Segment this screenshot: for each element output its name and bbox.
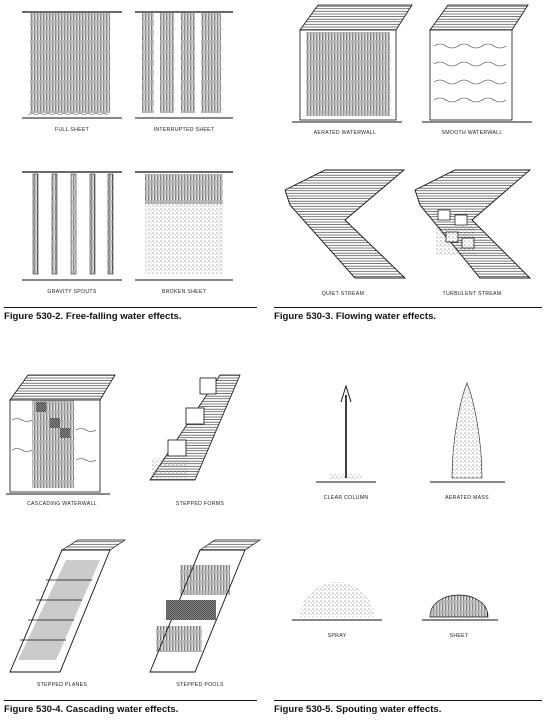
panel-clear-column [316,384,376,483]
panel-sheet [422,594,498,621]
label-broken-sheet: BROKEN SHEET [162,289,207,295]
label-cascading-waterwall: CASCADING WATERWALL [27,501,97,507]
label-stepped-forms: STEPPED FORMS [176,501,225,507]
panel-stepped-planes [9,539,127,673]
panel-interrupted-sheet [135,11,233,119]
label-gravity-spouts: GRAVITY SPOUTS [47,289,97,295]
caption-figure-530-3: Figure 530-3. Flowing water effects. [274,311,437,322]
panel-spray [292,582,382,621]
panel-full-sheet [22,11,122,119]
caption-figure-530-4: Figure 530-4. Cascading water effects. [4,704,179,715]
caption-figure-530-5: Figure 530-5. Spouting water effects. [274,704,442,715]
panel-aerated-waterwall [292,4,413,123]
label-stepped-pools: STEPPED POOLS [176,682,224,688]
label-aerated-mass: AERATED MASS [445,495,489,501]
panel-quiet-stream [284,169,407,279]
caption-rule-530-5 [274,700,542,701]
label-turbulent-stream: TURBULENT STREAM [443,291,502,297]
label-spray: SPRAY [328,633,347,639]
label-interrupted-sheet: INTERRUPTED SHEET [154,127,215,133]
panel-cascading-waterwall [6,374,116,495]
label-quiet-stream: QUIET STREAM [322,291,364,297]
panel-smooth-waterwall [422,4,532,123]
panel-broken-sheet [135,171,233,281]
label-sheet: SHEET [450,633,469,639]
label-aerated-waterwall: AERATED WATERWALL [314,130,377,136]
panel-turbulent-stream [414,169,532,279]
label-clear-column: CLEAR COLUMN [324,495,369,501]
panel-stepped-forms [149,374,241,481]
panel-gravity-spouts [22,171,122,281]
caption-figure-530-2: Figure 530-2. Free-falling water effects… [4,311,182,322]
label-smooth-waterwall: SMOOTH WATERWALL [442,130,503,136]
caption-rule-530-3 [274,307,542,308]
caption-rule-530-2 [4,307,257,308]
label-full-sheet: FULL SHEET [55,127,90,133]
panel-aerated-mass [430,382,505,483]
caption-rule-530-4 [4,700,257,701]
panel-stepped-pools [149,539,262,673]
label-stepped-planes: STEPPED PLANES [37,682,88,688]
